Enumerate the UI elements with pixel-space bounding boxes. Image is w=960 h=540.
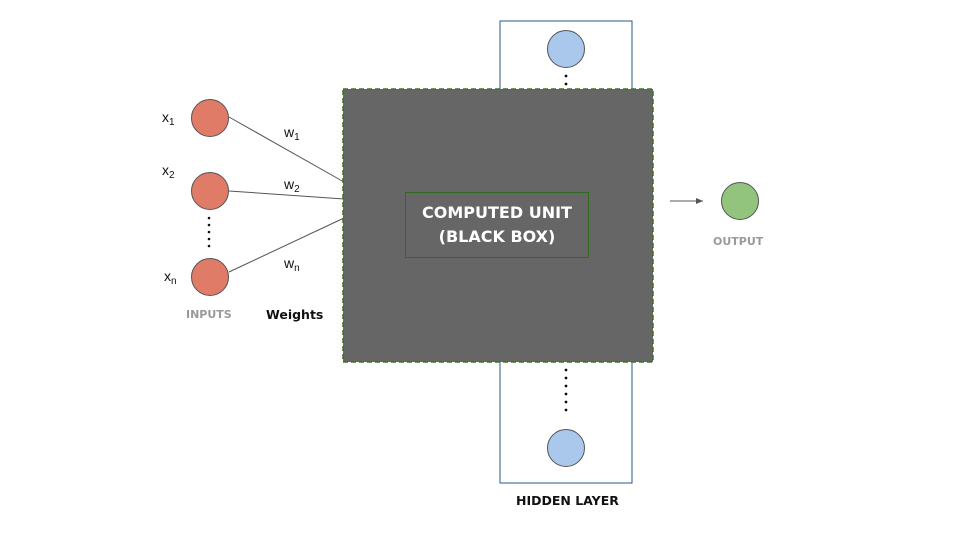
input-dots <box>207 237 211 241</box>
input-dots <box>207 230 211 234</box>
input-node <box>191 258 229 296</box>
computed-unit-subtitle: (BLACK BOX) <box>438 227 556 246</box>
connection-line <box>228 190 345 200</box>
weight-label-w2: w2 <box>284 176 300 195</box>
hidden-layer-caption: HIDDEN LAYER <box>516 493 619 508</box>
hidden-dots-bottom <box>564 392 568 396</box>
hidden-dots-bottom <box>564 376 568 380</box>
computed-unit-title: COMPUTED UNIT <box>422 203 572 222</box>
input-dots <box>207 223 211 227</box>
weight-label-wn: wn <box>284 255 300 274</box>
hidden-dots-top <box>564 74 568 78</box>
hidden-dots-bottom <box>564 384 568 388</box>
connection-line <box>228 217 345 273</box>
weights-caption: Weights <box>266 307 324 322</box>
output-node <box>721 182 759 220</box>
hidden-node-top <box>547 30 585 68</box>
input-label-x2: x2 <box>162 162 175 181</box>
input-label-xn: xn <box>164 268 177 287</box>
output-caption: OUTPUT <box>713 235 764 248</box>
hidden-dots-bottom <box>564 400 568 404</box>
hidden-dots-bottom <box>564 408 568 412</box>
hidden-node-bottom <box>547 429 585 467</box>
computed-unit-label: COMPUTED UNIT (BLACK BOX) <box>405 192 589 258</box>
black-box <box>342 88 654 363</box>
connection-line <box>228 116 345 183</box>
input-dots <box>207 244 211 248</box>
input-label-x1: x1 <box>162 109 175 128</box>
hidden-dots-bottom <box>564 368 568 372</box>
hidden-dots-top <box>564 82 568 86</box>
input-node <box>191 172 229 210</box>
input-dots <box>207 216 211 220</box>
input-node <box>191 99 229 137</box>
weight-label-w1: w1 <box>284 124 300 143</box>
inputs-caption: INPUTS <box>186 308 232 321</box>
